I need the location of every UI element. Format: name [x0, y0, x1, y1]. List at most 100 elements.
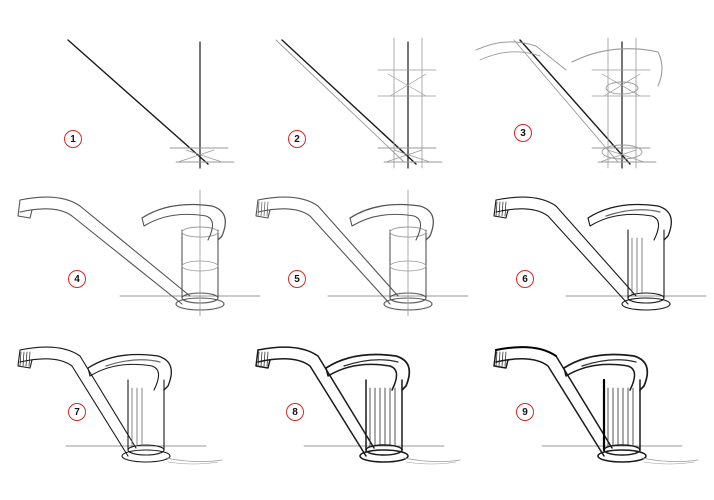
- step-2-sketch: [275, 37, 443, 169]
- spout-upper-edge: [19, 346, 137, 449]
- handle-highlight: [605, 209, 661, 217]
- handle-lever-bottom: [587, 213, 660, 241]
- step-3-sketch: [475, 37, 663, 169]
- body-cylinder-edge: [389, 229, 427, 299]
- handle-highlight: [581, 359, 637, 367]
- handle-sketch: [571, 48, 663, 87]
- step-panel-2: 2: [238, 10, 476, 170]
- step-5-sketch: [255, 189, 469, 317]
- spout-tip-sketch: [479, 51, 541, 61]
- nozzle-ridge: [266, 351, 269, 367]
- step-number-badge: 2: [288, 130, 306, 148]
- cast-shadow: [643, 461, 695, 465]
- handle-lever-top: [349, 203, 434, 241]
- nozzle-ridge: [263, 201, 266, 217]
- spout-tip-sketch: [475, 41, 567, 71]
- nozzle-ridge: [260, 351, 263, 367]
- step-panel-1: 1: [0, 10, 238, 170]
- body-base-ellipse: [365, 444, 403, 456]
- handle-highlight: [105, 359, 161, 367]
- step-number-badge: 7: [68, 403, 86, 421]
- spout-upper-edge: [257, 196, 399, 297]
- step-panel-8: 8: [238, 330, 476, 490]
- cast-shadow: [641, 457, 699, 462]
- body-cylinder-edge: [365, 379, 403, 451]
- step-panel-4: 4: [0, 170, 261, 330]
- spout-upper-edge: [495, 196, 637, 297]
- spout-nozzle: [493, 349, 509, 369]
- spout-lower-edge: [19, 208, 183, 305]
- base-ring: [121, 449, 171, 463]
- spout-nozzle: [493, 199, 509, 219]
- step-number-badge: 8: [286, 403, 304, 421]
- nozzle-ridge: [263, 351, 266, 367]
- handle-lever-bottom: [563, 363, 636, 391]
- nozzle-ridge: [25, 351, 28, 367]
- spout-nozzle: [17, 199, 33, 219]
- step-number-badge: 1: [64, 130, 82, 148]
- step-panel-9: 9: [476, 330, 714, 490]
- handle-lever-bottom: [87, 363, 160, 391]
- body-cylinder-edge: [181, 229, 219, 299]
- nozzle-ridge: [495, 351, 498, 367]
- body-base-ellipse: [127, 444, 165, 456]
- base-guide-line: [393, 149, 431, 163]
- top-guide-line: [389, 73, 427, 97]
- step-6-sketch: [493, 196, 707, 311]
- spout-upper-edge: [257, 346, 375, 449]
- base-ellipse: [601, 144, 643, 160]
- step-number-badge: 5: [288, 270, 306, 288]
- cast-shadow: [167, 461, 219, 465]
- base-ring: [597, 449, 647, 463]
- step-panel-5: 5: [238, 170, 476, 330]
- body-cylinder-edge: [127, 379, 165, 451]
- nozzle-ridge: [504, 351, 507, 367]
- base-guide-line: [385, 149, 423, 163]
- top-guide-line: [387, 73, 427, 97]
- nozzle-ridge: [257, 201, 260, 217]
- base-guide-line: [185, 149, 223, 163]
- handle-highlight: [343, 359, 399, 367]
- step-panel-7: 7: [0, 330, 238, 490]
- base-ring: [359, 449, 409, 463]
- body-cylinder-edge: [603, 379, 641, 451]
- handle-lever-bottom: [349, 213, 422, 241]
- spout-nozzle: [255, 199, 271, 219]
- base-guide-line: [177, 149, 215, 163]
- step-1-sketch: [67, 39, 235, 169]
- spout-nozzle: [17, 349, 33, 369]
- nozzle-ridge: [498, 351, 501, 367]
- step-panel-3: 3: [475, 10, 714, 170]
- cast-shadow: [403, 457, 461, 462]
- spout-lower-edge: [495, 208, 629, 305]
- spout-nozzle: [255, 349, 271, 369]
- nozzle-ridge: [495, 201, 498, 217]
- handle-lever-bottom: [141, 213, 214, 241]
- spout-guide-line: [67, 39, 209, 165]
- body-cylinder-edge: [627, 229, 665, 299]
- spout-guide-line: [275, 39, 405, 163]
- step-panel-6: 6: [476, 170, 714, 330]
- cast-shadow: [405, 461, 457, 465]
- base-guide-line: [607, 149, 645, 163]
- step-9-sketch: [493, 346, 699, 465]
- handle-lever-top: [325, 353, 411, 391]
- nozzle-ridge: [260, 201, 263, 217]
- handle-lever-top: [87, 353, 172, 391]
- spout-lower-edge: [257, 208, 391, 305]
- step-number-badge: 9: [516, 403, 534, 421]
- nozzle-ridge: [498, 201, 501, 217]
- handle-lever-top: [563, 353, 649, 391]
- nozzle-ridge: [501, 351, 504, 367]
- step-4-sketch: [17, 189, 261, 317]
- step-number-badge: 6: [516, 270, 534, 288]
- spout-guide-line: [513, 39, 619, 163]
- base-guide-line: [599, 149, 637, 163]
- spout-lower-edge: [19, 358, 129, 457]
- body-ellipse: [605, 81, 639, 95]
- handle-lever-bottom: [325, 363, 398, 391]
- step-number-badge: 3: [514, 124, 532, 142]
- cast-shadow: [165, 457, 223, 462]
- handle-lever-top: [587, 203, 672, 241]
